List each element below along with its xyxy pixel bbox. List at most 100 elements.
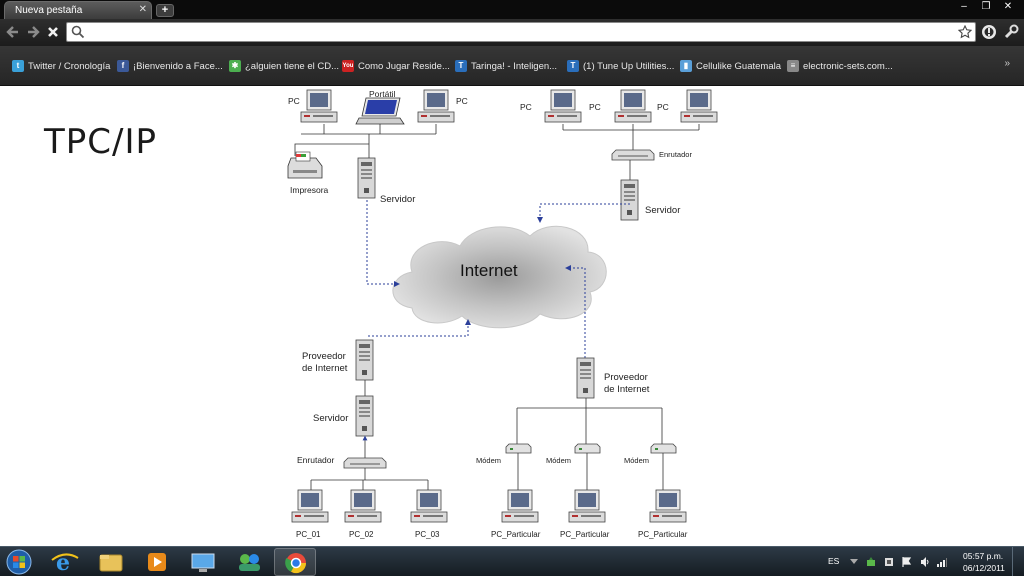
bookmark-item[interactable]: ✱ ¿alguien tiene el CD... [229,59,339,73]
network-icon[interactable] [182,548,224,576]
server-icon [357,157,376,199]
slide-page: TPC/IP [0,86,1024,546]
servidor-label: Servidor [645,205,680,216]
modem-icon [505,443,532,454]
chrome-logo-icon [285,553,307,574]
tab-strip: Nueva pestaña ✕ + – ❐ ✕ [0,0,1024,19]
internet-label: Internet [460,261,518,280]
windows-start-icon[interactable] [4,548,34,576]
laptop-icon [355,97,405,125]
modem-label: Módem [624,456,649,465]
pc-icon [501,489,539,523]
forward-button[interactable] [24,23,42,41]
server-icon [355,339,374,381]
wrench-menu-icon[interactable] [1002,23,1020,41]
bookmark-label: ¿alguien tiene el CD... [245,60,339,72]
proveedor-label-line2: de Internet [302,363,348,374]
star-icon: ✱ [229,60,241,72]
internet-explorer-icon[interactable]: e [44,548,86,576]
clock-date[interactable]: 06/12/2011 [963,563,1005,573]
modem-label: Módem [476,456,501,465]
browser-toolbar [0,19,1024,46]
pc-01-label: PC_01 [296,530,321,539]
new-tab-button[interactable]: + [156,4,174,17]
forward-arrow-icon [28,26,40,38]
pc-icon [680,89,718,123]
bookmark-item[interactable]: T Taringa! - Inteligen... [455,59,557,73]
volume-icon[interactable] [920,557,930,567]
top-left-lan: PC Portátil PC Impresora S [287,89,468,205]
servidor-label: Servidor [313,413,348,424]
maximize-button[interactable]: ❐ [981,1,991,12]
pc-label: PC [520,102,532,112]
facebook-icon: f [117,60,129,72]
media-player-icon[interactable] [136,548,178,576]
ie-logo-icon: e [51,550,79,576]
messenger-icon[interactable] [228,548,270,576]
browser-tab[interactable]: Nueva pestaña ✕ [4,1,152,19]
safely-remove-icon[interactable] [866,557,876,567]
bookmark-item[interactable]: ▮ Cellulike Guatemala [680,59,781,73]
bookmark-item[interactable]: t Twitter / Cronología [12,59,110,73]
proveedor-label-line1: Proveedor [604,372,648,383]
language-indicator[interactable]: ES [828,556,840,566]
slide-title: TPC/IP [44,122,157,162]
modem-label: Módem [546,456,571,465]
bottom-left-lan: Proveedor de Internet Servidor Enrutador… [291,339,448,539]
pc-03-label: PC_03 [415,530,440,539]
portatil-label: Portátil [369,89,396,99]
pc-label: PC [589,102,601,112]
action-center-icon[interactable] [884,557,894,567]
minimize-button[interactable]: – [961,1,967,12]
bookmark-item[interactable]: ≡ electronic-sets.com... [787,59,893,73]
router-icon [343,457,387,469]
pc-icon [614,89,652,123]
modem-icon [574,443,601,454]
tab-close-icon[interactable]: ✕ [138,4,147,15]
enrutador-label: Enrutador [297,455,334,465]
address-input[interactable] [89,24,949,40]
pc-icon [544,89,582,123]
internet-links [366,200,630,358]
bookmark-label: Cellulike Guatemala [696,60,782,72]
taringa-icon: T [567,60,579,72]
proveedor-label-line2: de Internet [604,384,650,395]
network-diagram: PC Portátil PC Impresora S [287,89,718,539]
server-icon [576,357,595,399]
tab-title: Nueva pestaña [15,5,83,16]
proveedor-label-line1: Proveedor [302,351,346,362]
bookmark-item[interactable]: T (1) Tune Up Utilities... [567,59,674,73]
stop-x-icon [48,27,58,37]
bookmark-item[interactable]: You Como Jugar Reside... [342,59,450,73]
impresora-label: Impresora [290,185,329,195]
bottom-right-lan: Proveedor de Internet Módem Módem Módem … [476,357,688,539]
pc-icon [649,489,687,523]
extension-icon[interactable] [980,23,998,41]
phone-icon: ▮ [680,60,692,72]
people-icon [239,554,260,571]
back-button[interactable] [4,23,22,41]
monitor-icon [191,553,215,572]
close-window-button[interactable]: ✕ [1003,1,1013,12]
folder-icon [99,554,123,572]
server-icon [620,179,639,221]
bookmark-star-icon[interactable] [958,25,972,39]
flag-icon[interactable] [902,557,912,567]
bookmark-label: Taringa! - Inteligen... [471,60,558,72]
stop-button[interactable] [44,23,62,41]
modem-icon [650,443,677,454]
show-desktop-button[interactable] [1012,547,1024,576]
bookmarks-overflow-button[interactable]: » [1004,58,1010,69]
server-icon [355,395,374,437]
chrome-icon[interactable] [274,548,316,576]
tray-expand-icon[interactable] [850,559,858,564]
pc-icon [417,89,455,123]
pc-icon [344,489,382,523]
pc-particular-label: PC_Particular [638,530,688,539]
address-bar[interactable] [66,22,976,42]
file-explorer-icon[interactable] [90,548,132,576]
clock-time[interactable]: 05:57 p.m. [963,551,1004,561]
network-signal-icon[interactable] [937,557,947,567]
bookmark-item[interactable]: f ¡Bienvenido a Face... [117,59,223,73]
